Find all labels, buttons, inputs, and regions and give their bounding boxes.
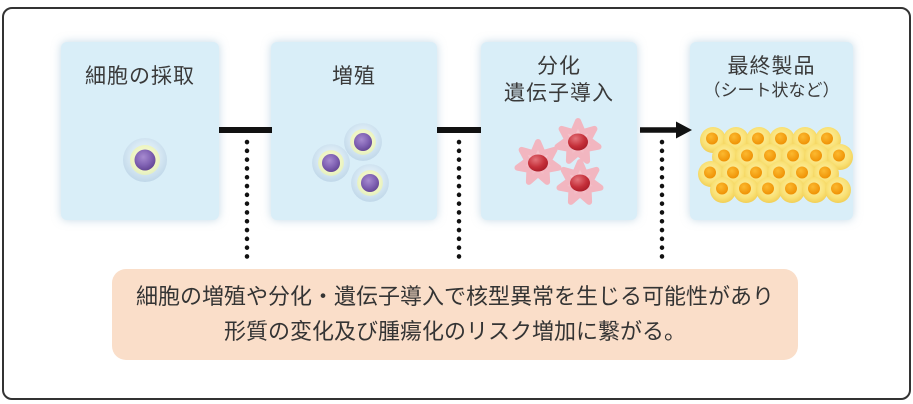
step-box-differentiation-gene-transfer: 分化 遺伝子導入 <box>481 42 637 220</box>
spiky-cell <box>518 142 559 182</box>
step-label-line: 増殖 <box>332 65 376 88</box>
step-label: 最終製品 （シート状など） <box>690 42 853 102</box>
risk-note-box: 細胞の増殖や分化・遺伝子導入で核型異常を生じる可能性があり 形質の変化及び腫瘍化… <box>112 269 798 360</box>
round-cell <box>351 164 389 202</box>
sheet-cell <box>733 177 759 203</box>
sheet-cell <box>802 177 828 203</box>
step-label-line: 遺伝子導入 <box>504 82 614 106</box>
step-label-line: （シート状など） <box>703 81 840 101</box>
step-label: 細胞の採取 <box>61 42 219 90</box>
step-box-final-product: 最終製品 （シート状など） <box>690 42 853 220</box>
step-box-cell-collection: 細胞の採取 <box>61 42 219 220</box>
risk-note-line: 形質の変化及び腫瘍化のリスク増加に繋がる。 <box>223 318 686 344</box>
step-box-proliferation: 増殖 <box>271 42 437 220</box>
spiky-cell <box>558 121 599 161</box>
sheet-cell <box>710 177 736 203</box>
round-cell <box>312 144 350 182</box>
step-label-line: 細胞の採取 <box>85 65 195 88</box>
sheet-cell <box>779 177 805 203</box>
sheet-cell <box>825 177 851 203</box>
sheet-cell <box>756 177 782 203</box>
spiky-cell <box>560 162 601 202</box>
step-label-line: 最終製品 <box>727 55 816 78</box>
step-label: 増殖 <box>271 42 437 90</box>
step-label-line: 分化 <box>537 55 581 78</box>
risk-note-line: 細胞の増殖や分化・遺伝子導入で核型異常を生じる可能性があり <box>135 284 774 310</box>
round-cell <box>344 123 382 161</box>
step-label: 分化 遺伝子導入 <box>481 42 637 108</box>
round-cell <box>123 138 167 182</box>
